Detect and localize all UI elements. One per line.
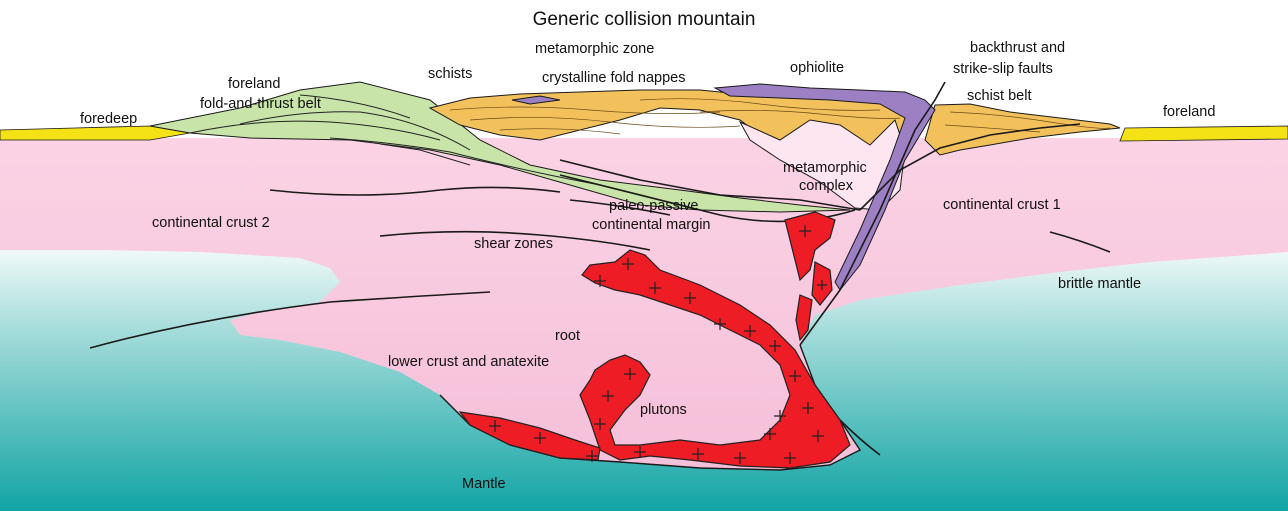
label-foreland-left: foreland [228,76,280,92]
label-ophiolite: ophiolite [790,60,844,76]
label-continental-crust-1: continental crust 1 [943,197,1061,213]
diagram-title: Generic collision mountain [533,9,756,30]
label-paleo-passive: paleo-passive [609,198,698,214]
label-brittle-mantle: brittle mantle [1058,276,1141,292]
label-continental-crust-2: continental crust 2 [152,215,270,231]
label-shear-zones: shear zones [474,236,553,252]
label-metamorphic-zone: metamorphic zone [535,41,654,57]
label-fold-thrust-belt: fold-and-thrust belt [200,96,321,112]
label-complex: complex [799,178,854,194]
label-mantle: Mantle [462,476,506,492]
label-schists: schists [428,66,472,82]
label-schist-belt: schist belt [967,88,1031,104]
label-foredeep: foredeep [80,111,137,127]
foreland-right-strip [1120,126,1288,141]
label-continental-margin: continental margin [592,217,711,233]
label-backthrust: backthrust and [970,40,1065,56]
label-root: root [555,328,580,344]
label-lower-crust: lower crust and anatexite [388,354,549,370]
label-strike-slip: strike-slip faults [953,61,1053,77]
label-crystalline-fold-nappes: crystalline fold nappes [542,70,685,86]
label-plutons: plutons [640,402,687,418]
label-foreland-right: foreland [1163,104,1215,120]
label-metamorphic: metamorphic [783,160,867,176]
